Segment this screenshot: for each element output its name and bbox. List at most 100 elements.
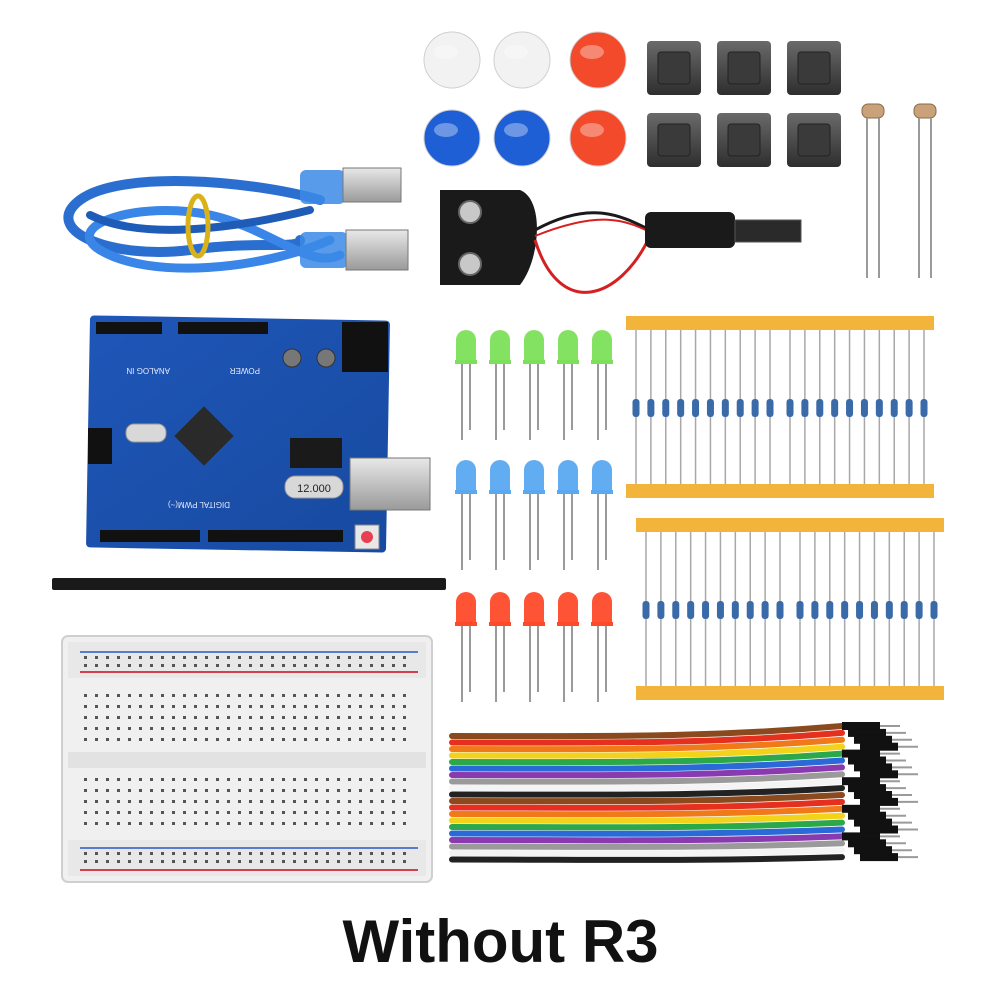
hole [370, 656, 373, 659]
usb-b-connector [300, 229, 409, 271]
hole [139, 852, 142, 855]
hole [392, 800, 395, 803]
wire-housing [854, 763, 892, 772]
resistor-body [716, 601, 724, 619]
resistor-body [826, 601, 834, 619]
hole [249, 800, 252, 803]
hole [139, 800, 142, 803]
hole [370, 778, 373, 781]
hole [172, 811, 175, 814]
resistor-tape [636, 686, 790, 700]
hole [95, 852, 98, 855]
hole [194, 716, 197, 719]
jumper-wire [449, 811, 906, 824]
hole [194, 705, 197, 708]
hole [271, 694, 274, 697]
hole [249, 860, 252, 863]
female-header-bottom [100, 530, 343, 542]
hole [150, 664, 153, 667]
led-body [524, 592, 544, 624]
hole [128, 811, 131, 814]
hole [216, 738, 219, 741]
hole [128, 852, 131, 855]
cap-highlight [504, 45, 528, 59]
wire-housing [842, 832, 880, 841]
hole [359, 789, 362, 792]
hole [304, 800, 307, 803]
hole [337, 727, 340, 730]
hole [205, 738, 208, 741]
hole [216, 811, 219, 814]
hole [139, 860, 142, 863]
hole [249, 811, 252, 814]
usb-cable [63, 167, 409, 273]
tactile-plunger [657, 123, 691, 157]
resistor-body [662, 399, 670, 417]
resistor-body [811, 601, 819, 619]
hole [227, 656, 230, 659]
hole [293, 656, 296, 659]
hole [392, 705, 395, 708]
hole [106, 705, 109, 708]
hole [370, 789, 373, 792]
hole [139, 811, 142, 814]
hole [139, 727, 142, 730]
hole [216, 852, 219, 855]
hole [326, 694, 329, 697]
hole [194, 860, 197, 863]
hole [392, 822, 395, 825]
jumper-wire [449, 770, 918, 785]
hole [348, 800, 351, 803]
hole [106, 778, 109, 781]
hole [172, 738, 175, 741]
hole [282, 656, 285, 659]
button-cap [493, 31, 551, 89]
hole [293, 727, 296, 730]
hole [95, 789, 98, 792]
tactile-buttons [647, 41, 841, 167]
hole [370, 852, 373, 855]
hole [128, 778, 131, 781]
hole [227, 727, 230, 730]
tactile-plunger [727, 123, 761, 157]
hole [370, 738, 373, 741]
resistor-body [692, 399, 700, 417]
hole [117, 778, 120, 781]
resistor-body [885, 601, 893, 619]
hole [359, 738, 362, 741]
hole [392, 778, 395, 781]
hole [172, 694, 175, 697]
usb-b-port [349, 457, 431, 511]
hole [194, 738, 197, 741]
hole [370, 727, 373, 730]
rubber-band [185, 193, 211, 259]
hole [161, 705, 164, 708]
crystal-label: 12.000 [297, 483, 331, 495]
hole [106, 738, 109, 741]
led-rim [455, 360, 477, 364]
resistor-body [846, 399, 854, 417]
hole [161, 778, 164, 781]
hole [326, 656, 329, 659]
hole [249, 822, 252, 825]
hole [128, 738, 131, 741]
hole [128, 705, 131, 708]
hole [84, 664, 87, 667]
uno-board: 12.000 ANALOG IN POWER DIGITAL PWM(~) [86, 315, 431, 553]
hole [381, 860, 384, 863]
hole [183, 694, 186, 697]
resistor-body [856, 601, 864, 619]
hole [95, 860, 98, 863]
hole [183, 664, 186, 667]
hole [392, 656, 395, 659]
hole [304, 822, 307, 825]
hole [139, 664, 142, 667]
hole [381, 656, 384, 659]
hole [238, 727, 241, 730]
hole [271, 822, 274, 825]
usb-a-connector [300, 167, 402, 204]
hole [337, 800, 340, 803]
usb-chip [290, 438, 342, 468]
hole [117, 789, 120, 792]
hole [337, 822, 340, 825]
